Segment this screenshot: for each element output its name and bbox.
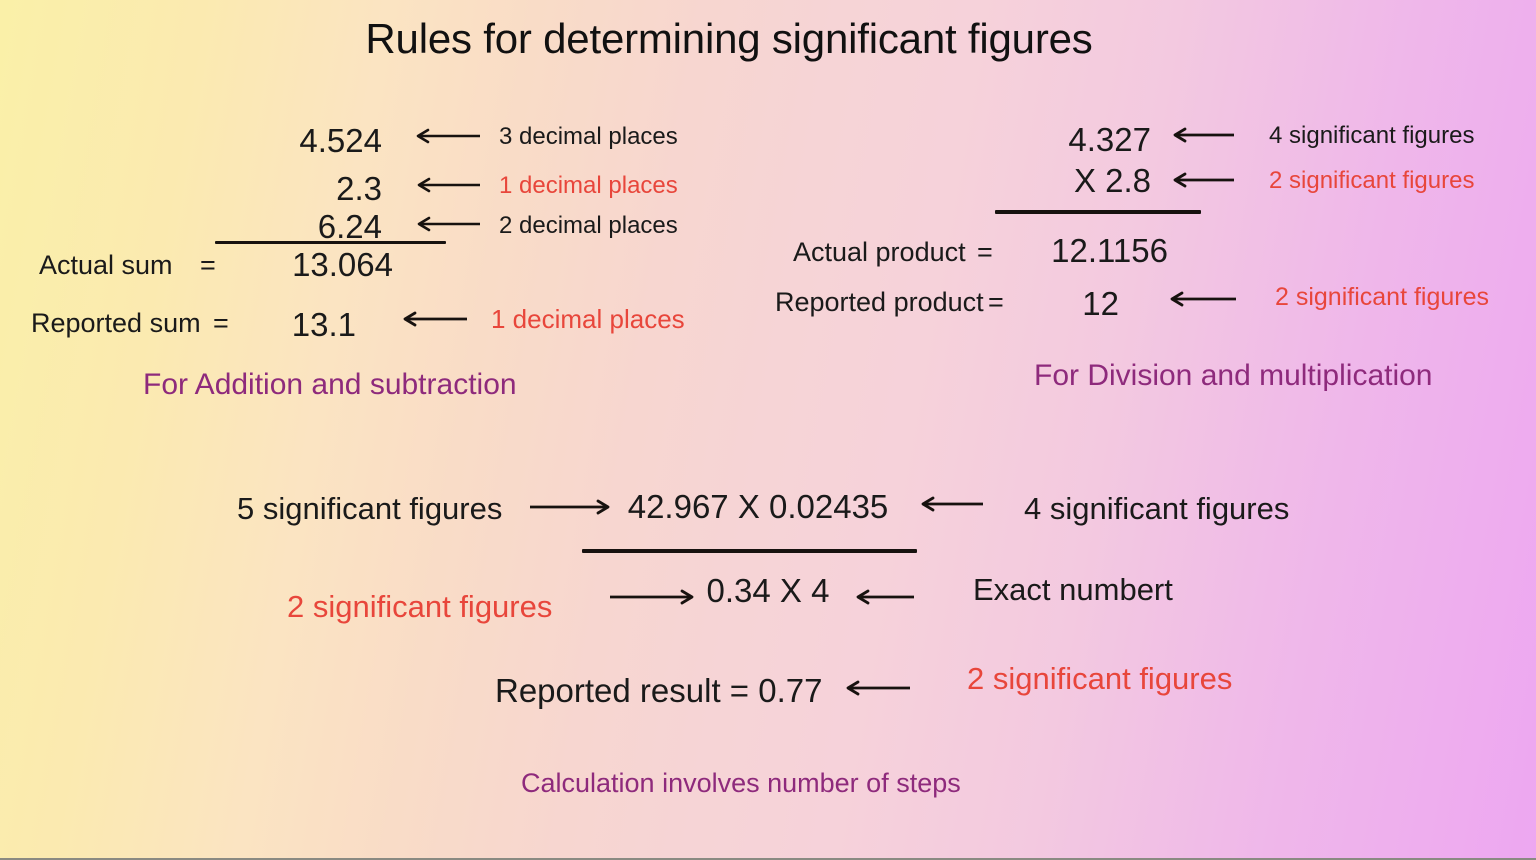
arrow-left-addition-1 [410, 128, 482, 146]
multiplication-reported-note: 2 significant figures [1275, 283, 1490, 311]
addition-reported-note: 1 decimal places [491, 304, 685, 334]
arrow-left-multiplication-1 [1168, 127, 1236, 145]
addition-sum-rule [215, 241, 446, 244]
addition-reported-value: 13.1 [291, 306, 356, 343]
addition-actual-equals: = [200, 250, 216, 280]
multiplication-operand-2-value: X 2.8 [1073, 162, 1151, 199]
arrow-left-multistep-denominator [850, 589, 916, 607]
multiplication-product-rule [995, 210, 1201, 214]
arrow-left-multiplication-reported [1164, 291, 1238, 309]
addition-actual-label: Actual sum [39, 250, 173, 280]
multistep-result: Reported result = 0.77 [495, 672, 823, 709]
addition-reported-equals: = [213, 308, 229, 338]
arrow-right-multistep-denominator [608, 589, 698, 607]
addition-reported-label: Reported sum [31, 308, 201, 338]
addition-actual-value: 13.064 [292, 246, 393, 283]
arrow-right-multistep-numerator [528, 499, 614, 517]
multistep-denominator-right-note: Exact numbert [973, 572, 1173, 607]
multistep-result-note: 2 significant figures [967, 661, 1233, 696]
multistep-numerator: 42.967 X 0.02435 [627, 488, 889, 525]
arrow-left-addition-reported [397, 311, 469, 329]
multiplication-actual-label: Actual product [793, 237, 966, 267]
multistep-section-label: Calculation involves number of steps [521, 768, 961, 798]
addition-operand-2-note: 1 decimal places [499, 172, 678, 199]
multiplication-reported-label: Reported product [775, 287, 984, 317]
arrow-left-multistep-numerator [915, 496, 985, 514]
multiplication-actual-equals: = [977, 237, 993, 267]
addition-operand-3-value: 6.24 [317, 208, 382, 245]
page-title: Rules for determining significant figure… [365, 15, 1093, 62]
addition-section-label: For Addition and subtraction [143, 368, 517, 401]
addition-operand-1-value: 4.524 [299, 122, 382, 159]
multistep-denominator: 0.34 X 4 [706, 572, 830, 609]
addition-operand-1-note: 3 decimal places [499, 123, 678, 150]
multiplication-reported-value: 12 [1082, 285, 1119, 322]
multiplication-operand-2-note: 2 significant figures [1269, 167, 1475, 194]
multistep-fraction-rule [582, 549, 917, 553]
multiplication-actual-value: 12.1156 [1051, 232, 1168, 269]
multiplication-operand-1-value: 4.327 [1068, 121, 1151, 158]
arrow-left-addition-2 [412, 177, 482, 195]
multistep-numerator-left-note: 5 significant figures [237, 491, 503, 526]
multistep-denominator-left-note: 2 significant figures [287, 589, 553, 624]
arrow-left-addition-3 [412, 216, 482, 234]
addition-operand-3-note: 2 decimal places [499, 212, 678, 239]
addition-operand-2-value: 2.3 [336, 170, 382, 207]
multiplication-section-label: For Division and multiplication [1034, 359, 1433, 392]
multiplication-reported-equals: = [988, 287, 1004, 317]
arrow-left-multistep-result [840, 680, 912, 698]
arrow-left-multiplication-2 [1168, 172, 1236, 190]
multistep-numerator-right-note: 4 significant figures [1024, 491, 1290, 526]
multiplication-operand-1-note: 4 significant figures [1269, 122, 1475, 149]
